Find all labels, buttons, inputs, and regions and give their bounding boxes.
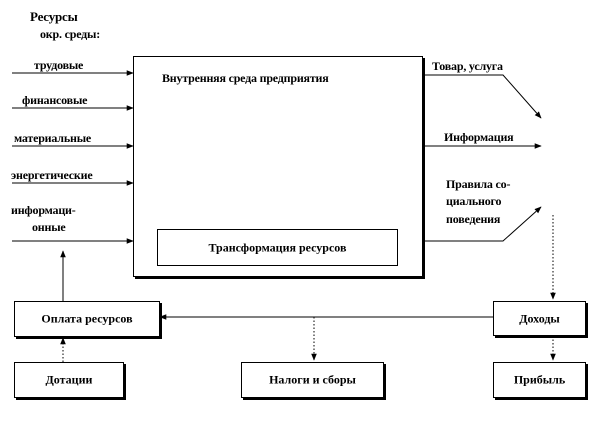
arrow-social-rules xyxy=(423,206,542,242)
input-label-energy: энергетические xyxy=(11,168,93,182)
resource-payment-label: Оплата ресурсов xyxy=(41,311,133,326)
output-label-rules-line3: поведения xyxy=(446,212,501,226)
transformation-box: Трансформация ресурсов xyxy=(157,229,398,266)
resources-header-line1: Ресурсы xyxy=(30,9,78,24)
input-label-material: материальные xyxy=(14,131,91,145)
input-label-info-line1: информаци- xyxy=(11,203,76,217)
transformation-label: Трансформация ресурсов xyxy=(208,240,347,254)
output-label-rules-line2: циального xyxy=(446,194,502,208)
resources-header-line2: окр. среды: xyxy=(40,27,100,41)
taxes-box: Налоги и сборы xyxy=(241,362,384,398)
income-box: Доходы xyxy=(493,301,586,336)
output-label-goods: Товар, услуга xyxy=(432,59,503,73)
enterprise-title: Внутренняя среда предприятия xyxy=(162,71,329,85)
taxes-label: Налоги и сборы xyxy=(269,372,356,387)
output-label-rules-line1: Правила со- xyxy=(446,177,511,191)
input-label-financial: финансовые xyxy=(22,93,88,107)
input-label-info-line2: онные xyxy=(32,220,66,234)
output-label-information: Информация xyxy=(444,130,514,144)
subsidies-label: Дотации xyxy=(45,372,93,387)
profit-label: Прибыль xyxy=(513,372,566,387)
resource-payment-box: Оплата ресурсов xyxy=(14,301,160,337)
subsidies-box: Дотации xyxy=(14,362,124,398)
profit-box: Прибыль xyxy=(493,362,586,398)
input-label-labor: трудовые xyxy=(34,58,84,72)
arrow-goods xyxy=(423,74,542,119)
income-label: Доходы xyxy=(519,311,560,325)
